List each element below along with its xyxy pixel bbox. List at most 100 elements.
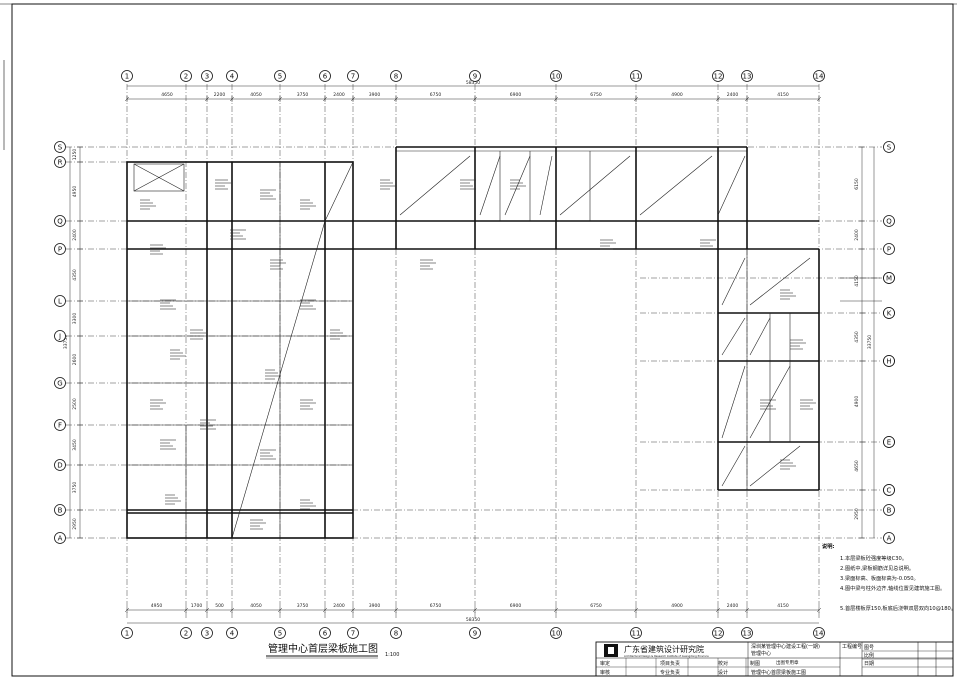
beam-annotation-mark	[160, 439, 176, 450]
dim-left-6: 2600	[72, 354, 78, 366]
beam-annotation-mark	[170, 349, 186, 360]
dim-top-11: 2400	[727, 92, 739, 98]
beam-annotation-mark	[300, 399, 316, 410]
axis-bubble-S: S	[54, 141, 66, 153]
beam-annotation-mark	[780, 289, 796, 300]
dim-bottom-5: 3750	[297, 603, 309, 609]
svg-text:7: 7	[351, 73, 355, 81]
dim-top-8: 6900	[510, 92, 522, 98]
dim-left-4: 4350	[72, 269, 78, 281]
axis-bubble-14: 14	[813, 70, 825, 82]
dim-right-7: 2950	[854, 508, 860, 520]
axis-bubble-Q: Q	[54, 215, 66, 227]
axis-bubble-12: 12	[712, 70, 724, 82]
beam-annotation-mark	[150, 399, 166, 410]
axis-bubble-2: 2	[180, 627, 192, 639]
dim-bottom-12: 2400	[727, 603, 739, 609]
dim-bottom-8: 6750	[430, 603, 442, 609]
tb-stamp: 出图专用章	[776, 659, 799, 666]
svg-text:2: 2	[184, 73, 188, 81]
svg-text:C: C	[887, 487, 892, 495]
beam-annotation-mark	[790, 339, 806, 350]
svg-text:2: 2	[184, 630, 188, 638]
dim-left-2: 4950	[72, 186, 78, 198]
beam-annotation-mark	[300, 299, 316, 310]
svg-text:4: 4	[230, 73, 235, 81]
beam-annotation-mark	[300, 199, 316, 210]
beam-annotation-mark	[165, 494, 181, 505]
svg-text:13: 13	[743, 630, 752, 638]
dim-left-total: 33750	[63, 335, 69, 349]
dim-bottom-overall: 58350	[466, 617, 480, 623]
axis-bubble-R: R	[54, 156, 66, 168]
beam-annotation-mark	[190, 329, 206, 340]
beam-annotation-mark	[200, 419, 216, 430]
dim-top-12: 4150	[777, 92, 789, 98]
axis-bubble-10: 10	[550, 627, 562, 639]
tb-label-scale: 比例	[864, 652, 874, 659]
svg-text:S: S	[887, 144, 892, 152]
axis-bubble-P: P	[54, 243, 66, 255]
svg-text:12: 12	[714, 630, 723, 638]
axis-bubble-4: 4	[226, 70, 238, 82]
svg-text:L: L	[58, 298, 62, 306]
dim-top-overall: 58350	[466, 80, 480, 86]
axis-bubble-K: K	[883, 307, 895, 319]
axis-bubble-7: 7	[347, 627, 359, 639]
beam-annotation-mark	[760, 399, 776, 410]
dim-top-6: 3900	[369, 92, 381, 98]
svg-text:H: H	[886, 358, 891, 366]
svg-text:P: P	[58, 246, 62, 254]
dim-top-2: 2200	[214, 92, 226, 98]
dim-bottom-11: 4900	[671, 603, 683, 609]
svg-text:D: D	[57, 462, 62, 470]
beam-annotation-mark	[150, 244, 166, 255]
svg-text:11: 11	[632, 630, 641, 638]
axis-bubble-6: 6	[319, 70, 331, 82]
axis-bubble-3: 3	[201, 627, 213, 639]
subproject-name: 管理中心	[751, 650, 771, 657]
beam-annotation-mark	[160, 299, 176, 310]
tb-label-check: 校对	[718, 660, 728, 667]
dim-bottom-10: 6750	[590, 603, 602, 609]
svg-text:R: R	[58, 159, 63, 167]
svg-text:12: 12	[714, 73, 723, 81]
svg-text:B: B	[58, 507, 63, 515]
beam-annotation-mark	[140, 199, 156, 210]
drawing-scale: 1:100	[385, 652, 399, 658]
axis-bubble-L: L	[54, 295, 66, 307]
tb-label-project-no: 工程编号	[842, 643, 862, 650]
dim-bottom-9: 6900	[510, 603, 522, 609]
dim-left-8: 3450	[72, 439, 78, 451]
dim-right-5: 4900	[854, 396, 860, 408]
dim-bottom-2: 1700	[191, 603, 203, 609]
svg-text:J: J	[58, 333, 61, 341]
axis-bubble-3: 3	[201, 70, 213, 82]
axis-bubble-5: 5	[274, 627, 286, 639]
dim-top-5: 2400	[333, 92, 345, 98]
svg-text:6: 6	[323, 630, 328, 638]
svg-text:10: 10	[552, 630, 561, 638]
axis-bubble-13: 13	[741, 70, 753, 82]
axis-bubble-E: E	[883, 436, 895, 448]
beam-annotation-mark	[460, 179, 476, 190]
svg-text:9: 9	[473, 73, 477, 81]
dim-right-2: 2400	[854, 229, 860, 241]
svg-text:F: F	[58, 422, 62, 430]
axis-bubble-1: 1	[121, 70, 133, 82]
axis-bubble-2: 2	[180, 70, 192, 82]
axis-bubble-8: 8	[390, 70, 402, 82]
axis-bubble-4: 4	[226, 627, 238, 639]
general-notes: 说明: 1.本层梁板砼强度等级C30。 2.图纸中,梁板钢筋详见总说明。 3.梁…	[822, 542, 956, 612]
svg-text:B: B	[887, 507, 892, 515]
dim-left-10: 2950	[72, 518, 78, 530]
svg-text:Q: Q	[886, 218, 892, 226]
beam-annotation-mark	[420, 259, 436, 270]
axis-bubble-6: 6	[319, 627, 331, 639]
svg-text:14: 14	[815, 73, 824, 81]
note-item-2: 2.图纸中,梁板钢筋详见总说明。	[840, 564, 914, 572]
tb-drawing-name: 管理中心首层梁板施工图	[751, 669, 806, 676]
axis-bubble-C: C	[883, 484, 895, 496]
beam-annotation-mark	[510, 179, 526, 190]
